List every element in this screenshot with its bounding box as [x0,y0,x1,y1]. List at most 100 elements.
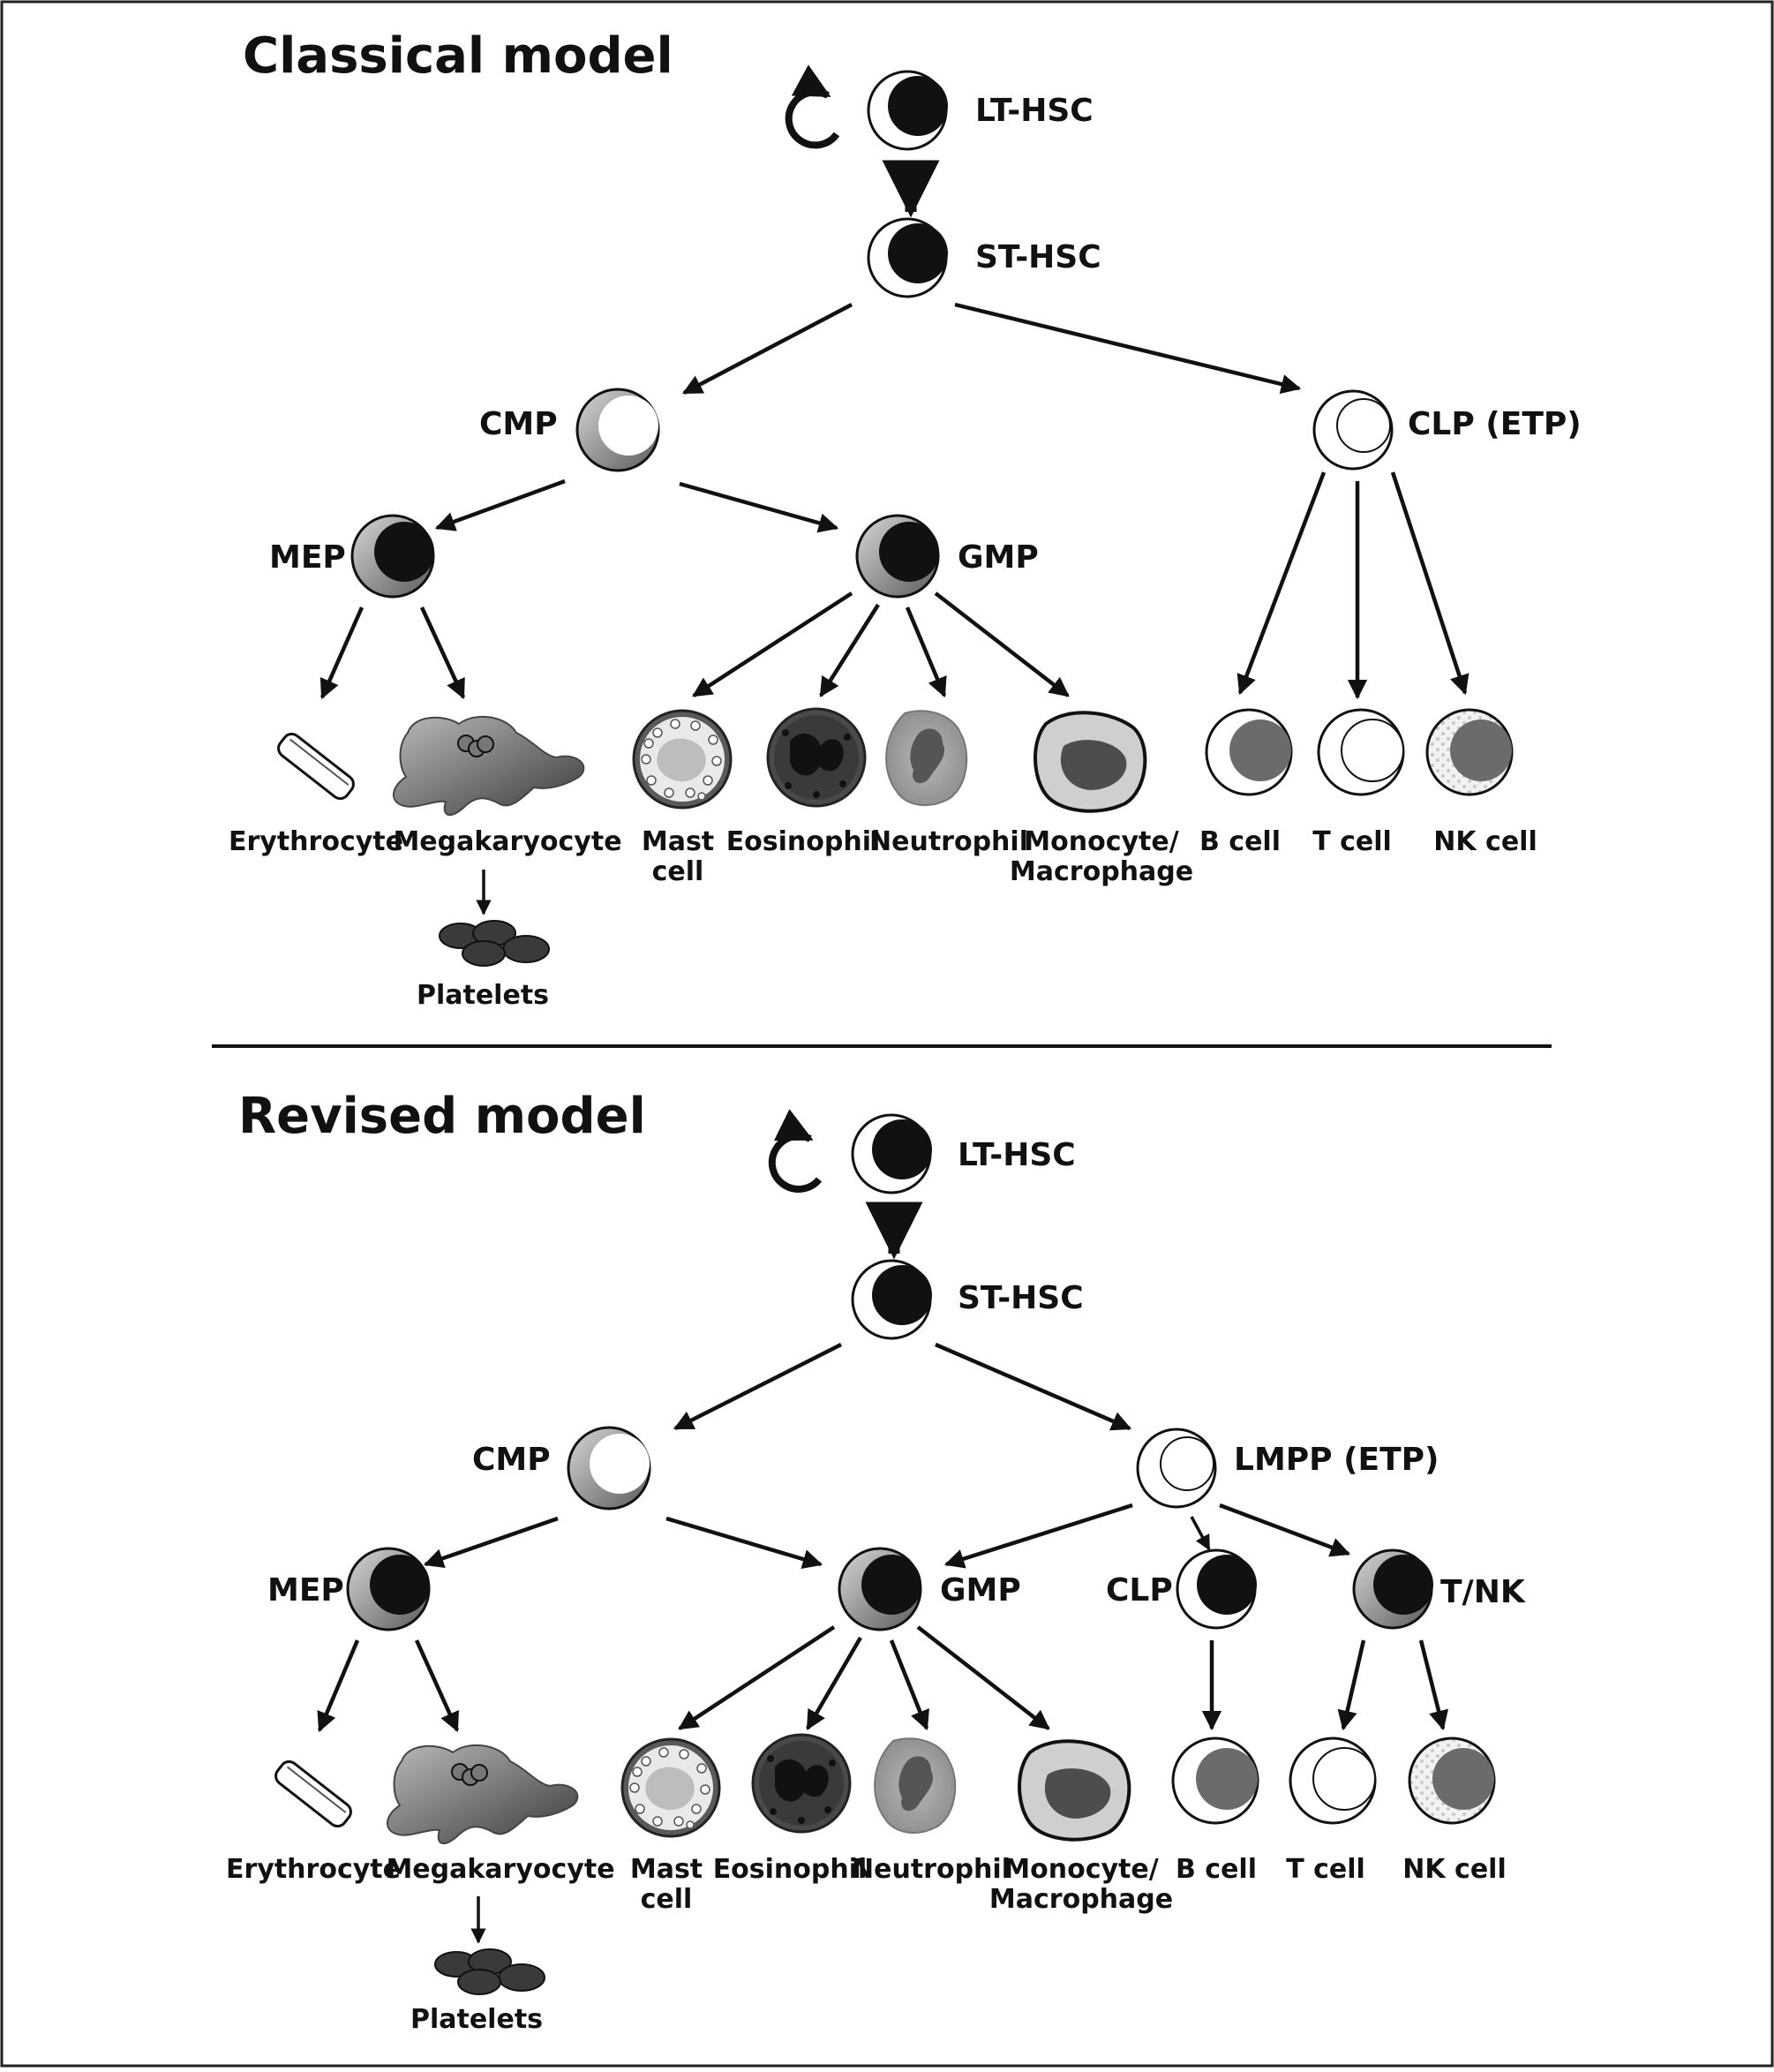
lt-hsc-cell [867,70,948,151]
platelets-cells [439,920,550,967]
arrow-st-lmpp [935,1342,1132,1431]
arrow-tnk-tcell [1337,1639,1366,1731]
b-cell [1171,1737,1259,1825]
lt-hsc-label: LT-HSC [958,1137,1076,1173]
nk-cell [1425,708,1514,796]
arrow-st-clp [954,302,1302,395]
lmpp-etp-label: LMPP (ETP) [1234,1442,1439,1478]
t-nk-cell [1352,1548,1433,1630]
gmp-cell [838,1547,922,1631]
neutrophil-label: Neutrophil [869,826,1028,857]
mast-label-line2: cell [652,856,704,887]
arrow-lmpp-tnk [1219,1503,1351,1557]
clp-label: CLP [1106,1572,1173,1609]
monocyte-label-line2: Macrophage [989,1884,1173,1915]
arrow-mep-erythrocyte [319,607,365,700]
arrow-cmp-gmp [665,1516,823,1570]
arrow-gmp-neutrophil [905,607,947,698]
gmp-label: GMP [958,539,1039,576]
arrow-gmp-monocyte [916,1625,1050,1730]
arrow-st-cmp [673,1342,843,1431]
nk-cell-label: NK cell [1402,1854,1507,1885]
b-cell-label: B cell [1199,826,1281,857]
arrow-tnk-nkcell [1418,1639,1449,1731]
neutrophil-cell [874,1737,957,1834]
eosinophil-label: Eosinophil [726,826,881,857]
mep-cell [350,514,435,599]
arrow-cmp-gmp [679,481,839,533]
t-cell-label: T cell [1286,1854,1365,1885]
monocyte-macrophage-cell [1034,711,1147,813]
t-cell [1317,708,1405,796]
arrow-mep-erythrocyte [317,1639,360,1733]
arrow-gmp-neutrophil [889,1639,929,1731]
mep-label: MEP [269,539,346,576]
mep-label: MEP [267,1572,344,1609]
neutrophil-cell [885,710,968,806]
classical-model: Classical model LT-HSC ST-HSC CMP [229,27,1582,1011]
st-hsc-cell [867,217,948,298]
arrow-gmp-mast [692,591,853,697]
cmp-cell [567,1426,651,1511]
arrow-gmp-mast [678,1625,836,1730]
b-cell [1205,708,1293,796]
monocyte-label-line2: Macrophage [1010,856,1193,887]
megakaryocyte-cell [387,1744,579,1844]
erythrocyte-cell [277,732,355,801]
mast-label-line2: cell [641,1884,693,1915]
b-cell-label: B cell [1176,1854,1257,1885]
cmp-cell [575,388,660,472]
clp-etp-cell [1312,389,1394,471]
lt-hsc-label: LT-HSC [975,93,1094,129]
st-hsc-cell [851,1259,932,1340]
clp-etp-label: CLP (ETP) [1408,406,1582,442]
arrow-cmp-mep [434,478,566,531]
mast-label-line1: Mast [630,1854,703,1885]
t-nk-label: T/NK [1440,1574,1526,1610]
arrow-clp-nkcell [1390,471,1470,696]
monocyte-macrophage-cell [1018,1739,1131,1842]
platelets-cells [434,1948,545,1995]
platelets-label: Platelets [417,980,549,1011]
eosinophil-cell [751,1733,852,1834]
arrow-lmpp-clp [1190,1516,1211,1551]
erythrocyte-cell [274,1759,352,1828]
erythrocyte-label: Erythrocyte [226,1854,401,1885]
lt-hsc-cell [851,1113,932,1194]
eosinophil-cell [766,707,867,808]
self-renewal-icon [768,1109,823,1193]
revised-title: Revised model [238,1088,646,1145]
megakaryocyte-label: Megakaryocyte [393,826,621,857]
erythrocyte-label: Erythrocyte [229,826,403,857]
mast-cell [632,709,733,810]
nk-cell-label: NK cell [1433,826,1537,857]
arrow-gmp-monocyte [934,591,1070,697]
lmpp-etp-cell [1136,1428,1217,1509]
arrow-mep-megakaryocyte [419,607,466,700]
arrow-st-cmp [682,303,853,395]
t-cell-label: T cell [1312,826,1392,857]
neutrophil-label: Neutrophil [852,1854,1011,1885]
eosinophil-label: Eosinophil [713,1854,868,1885]
megakaryocyte-label: Megakaryocyte [386,1854,614,1885]
self-renewal-icon [785,64,840,149]
platelets-label: Platelets [410,2004,543,2035]
arrow-lmpp-gmp [943,1503,1133,1569]
mep-cell [346,1547,431,1631]
mast-cell [620,1737,721,1838]
monocyte-label-line1: Monocyte/ [1024,826,1178,857]
mast-label-line1: Mast [642,826,714,857]
cmp-label: CMP [479,406,558,442]
st-hsc-label: ST-HSC [958,1280,1084,1316]
arrow-mep-megakaryocyte [414,1639,460,1733]
t-cell [1289,1737,1377,1825]
nk-cell [1408,1737,1496,1825]
cmp-label: CMP [472,1442,551,1478]
megakaryocyte-cell [393,715,585,816]
revised-model: Revised model LT-HSC ST-HSC CMP LMPP (ET… [226,1088,1526,2035]
gmp-label: GMP [940,1572,1021,1609]
clp-cell [1176,1548,1257,1630]
